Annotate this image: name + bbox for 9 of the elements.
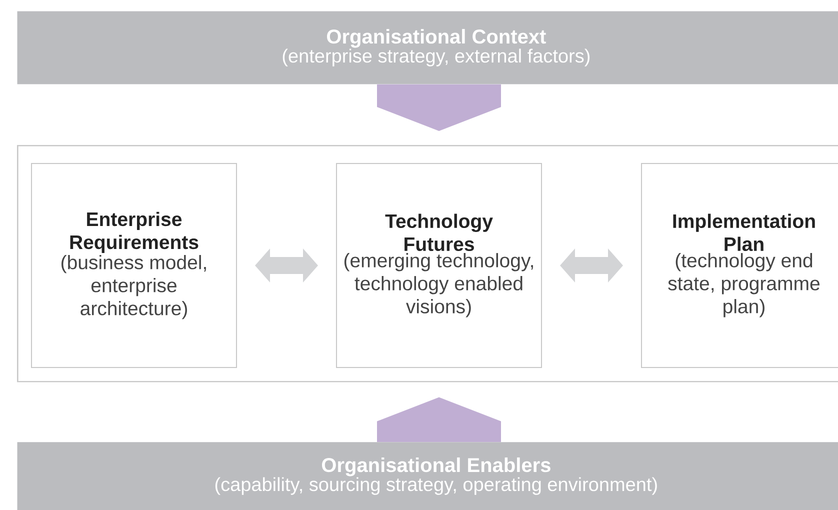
process-box: Implementation Plan (technology end state, programme plan) bbox=[641, 162, 838, 368]
context-band: Organisational Enablers (capability, sourcing strategy, operating environment) bbox=[17, 442, 838, 510]
block-arrow bbox=[255, 248, 318, 282]
context-band: Organisational Context (enterprise strategy, external factors) bbox=[17, 11, 838, 84]
block-arrow bbox=[377, 397, 501, 442]
process-box: Technology Futures (emerging technology, technology enabled visions) bbox=[336, 162, 542, 368]
process-box: Enterprise Requirements (business model, enterprise architecture) bbox=[31, 162, 237, 368]
block-arrow bbox=[377, 84, 501, 131]
block-arrow bbox=[560, 248, 623, 282]
